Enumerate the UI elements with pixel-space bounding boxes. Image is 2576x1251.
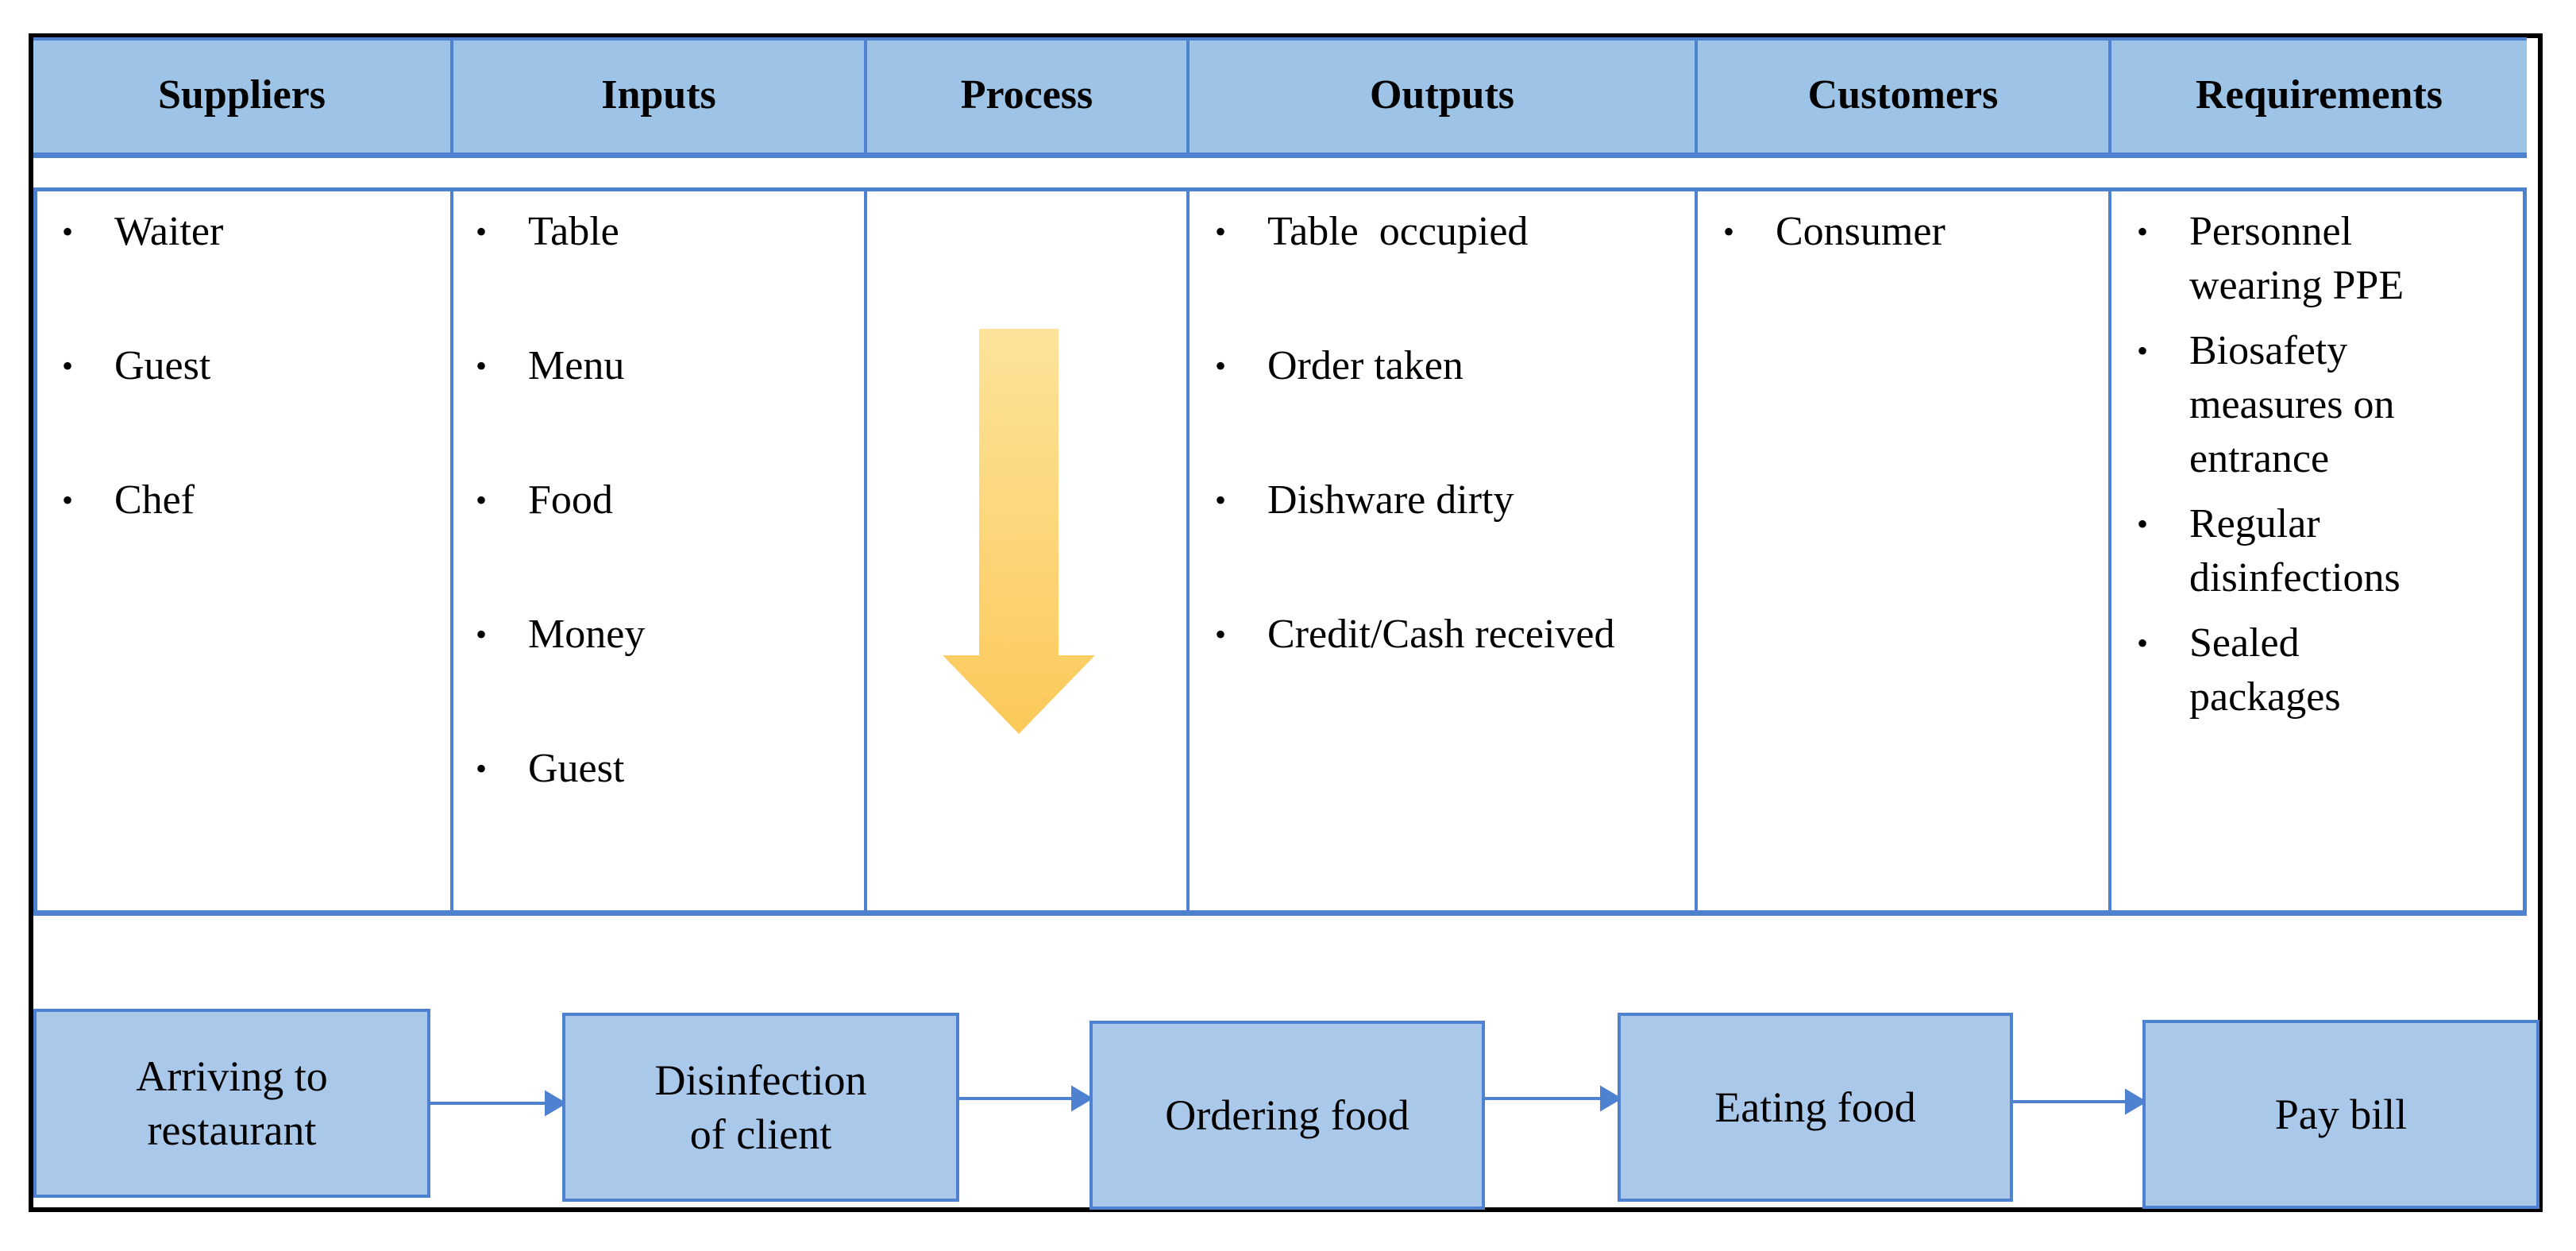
list-item: •Order taken [1215,343,1463,388]
header-outputs: Outputs [1369,72,1515,118]
suppliers-list: •Waiter •Guest •Chef [33,205,450,608]
outputs-list: •Table occupied •Order taken •Dishware d… [1186,205,1695,742]
inputs-list: •Table •Menu •Food •Money •Guest [447,205,864,876]
list-item: •Table occupied [1215,209,1529,254]
list-item: •Menu [476,343,625,388]
figure-frame [29,33,2543,1212]
header-divider [450,37,453,153]
header-divider [2108,37,2111,153]
header-divider [864,37,867,153]
header-suppliers: Suppliers [158,72,326,118]
list-item: •Dishware dirty [1215,477,1514,523]
flow-step-pay-bill: Pay bill [2142,1020,2539,1209]
column-divider [1186,187,1190,916]
list-item: •Table [476,209,619,254]
list-item: •Food [476,477,613,523]
header-customers: Customers [1807,72,1999,118]
list-item: •Consumer [1723,209,1945,254]
column-divider [864,187,867,916]
flow-step-eating: Eating food [1618,1013,2013,1202]
list-item: •Money [476,612,646,657]
list-item: •Guest [476,746,625,791]
header-requirements: Requirements [2195,72,2443,118]
list-item: •Chef [62,477,195,523]
header-divider [1186,37,1190,153]
header-inputs: Inputs [601,72,716,118]
column-divider [2108,187,2111,916]
down-arrow-icon [943,329,1095,734]
flow-step-ordering: Ordering food [1089,1021,1485,1210]
list-item: •Guest [62,343,211,388]
header-divider [1695,37,1698,153]
customers-list: •Consumer [1695,205,2108,339]
column-divider [450,187,453,916]
column-divider [1695,187,1698,916]
list-item: •Waiter [62,209,224,254]
header-process: Process [960,72,1093,118]
list-item: •Credit/Cash received [1215,612,1615,657]
